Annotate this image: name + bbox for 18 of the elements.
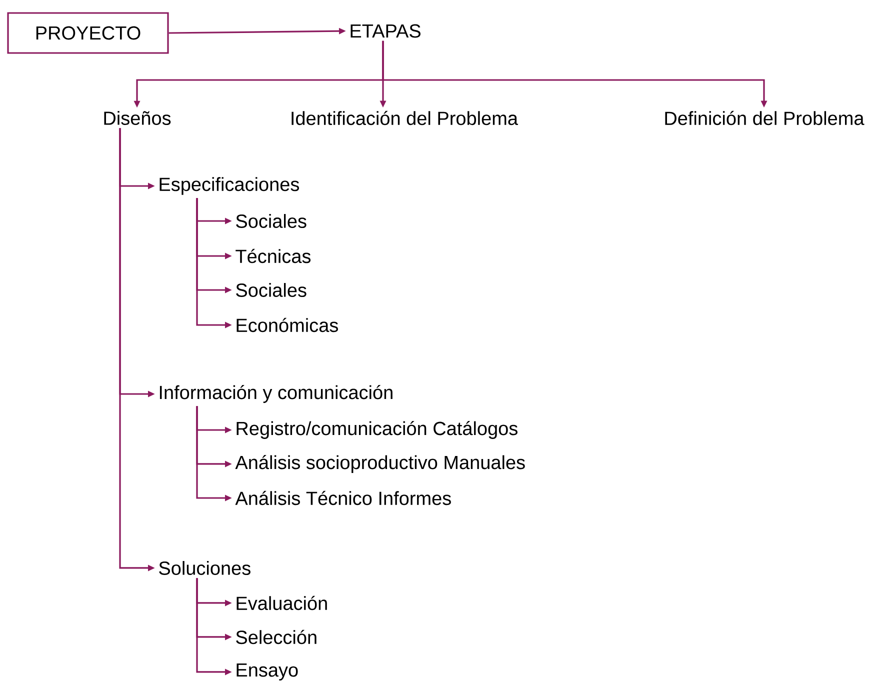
- stage-label: Definición del Problema: [665, 110, 864, 126]
- stage-label: Análisis socioproductivo Manuales: [235, 455, 525, 473]
- stage-label: Ensayo: [236, 663, 298, 680]
- stage-label: Análisis Técnico Informes: [235, 490, 451, 506]
- stage-label: Registro/comunicación Catálogos: [236, 421, 518, 439]
- stage-label: Selección: [236, 630, 316, 644]
- stage-label: Evaluación: [236, 596, 327, 610]
- stage-label: ETAPAS: [350, 24, 420, 38]
- stage-label: Información y comunicación: [160, 385, 392, 403]
- stage-label: Especificaciones: [160, 177, 299, 195]
- stage-label: Económicas: [236, 318, 338, 332]
- stage-label: Técnicas: [236, 248, 311, 264]
- stage-label: Identificación del Problema: [292, 110, 518, 126]
- stage-label: Soluciones: [159, 561, 250, 575]
- stage-label: Diseños: [104, 111, 171, 125]
- stage-label: Sociales: [236, 283, 306, 297]
- stage-label: Sociales: [236, 214, 306, 228]
- project-box: PROYECTO: [7, 12, 169, 54]
